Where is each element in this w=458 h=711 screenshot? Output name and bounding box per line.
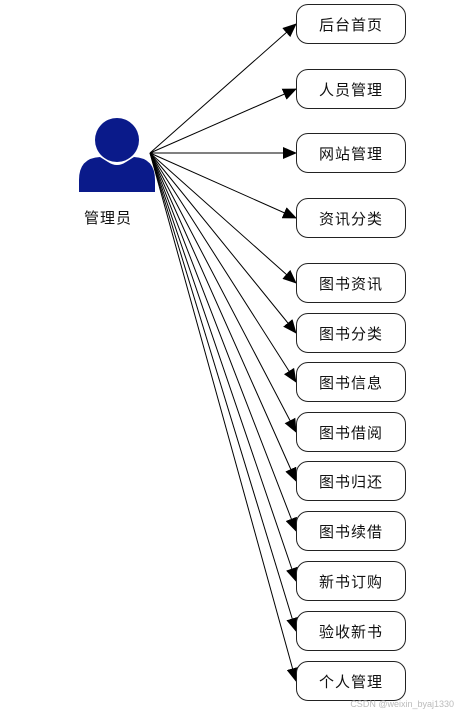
connector-arrow: [149, 88, 297, 154]
connector-arrow: [149, 152, 297, 284]
watermark: CSDN @weixin_byaj1330: [350, 699, 454, 709]
module-node: 图书归还: [296, 461, 406, 501]
module-node: 后台首页: [296, 4, 406, 44]
connector-arrow: [149, 152, 297, 219]
module-node: 验收新书: [296, 611, 406, 651]
actor-label: 管理员: [83, 209, 132, 227]
module-node: 图书资讯: [296, 263, 406, 303]
module-node: 图书分类: [296, 313, 406, 353]
connector-arrow: [149, 152, 298, 582]
connector-arrow: [149, 152, 297, 383]
connector-lines: [149, 23, 299, 682]
connector-arrow: [149, 152, 297, 482]
module-node: 图书续借: [296, 511, 406, 551]
connector-arrow: [149, 152, 298, 632]
module-node: 图书借阅: [296, 412, 406, 452]
module-node: 人员管理: [296, 69, 406, 109]
module-node: 图书信息: [296, 362, 406, 402]
actor-icon: [79, 118, 155, 192]
module-node: 网站管理: [296, 133, 406, 173]
connector-arrow: [149, 152, 299, 682]
module-node: 个人管理: [296, 661, 406, 701]
module-node: 新书订购: [296, 561, 406, 601]
connector-arrow: [149, 152, 297, 334]
connector-arrow: [149, 152, 297, 532]
module-node: 资讯分类: [296, 198, 406, 238]
connector-arrow: [149, 23, 297, 154]
connector-arrow: [149, 152, 297, 433]
